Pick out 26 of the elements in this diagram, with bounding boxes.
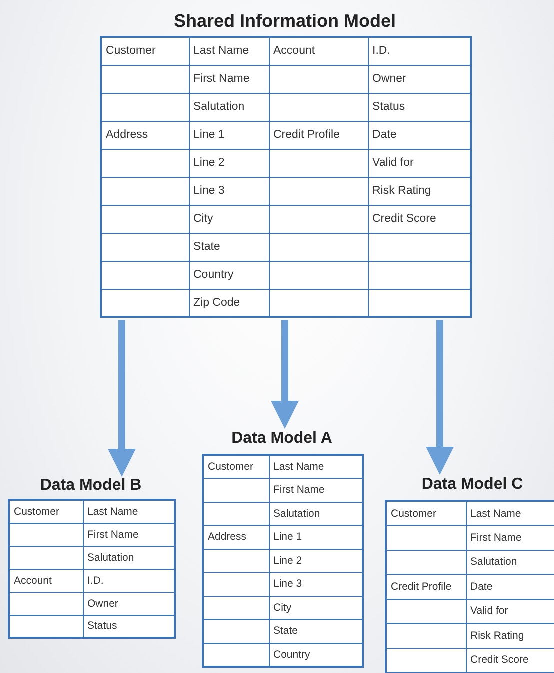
table-cell: Last Name — [189, 37, 269, 65]
table-cell: Line 2 — [189, 149, 269, 177]
table-cell: Customer — [9, 500, 83, 523]
table-title: Data Model C — [422, 476, 524, 493]
arrow — [426, 320, 454, 475]
arrow — [271, 320, 299, 429]
table-cell: Country — [189, 261, 269, 289]
table-cell: Address — [101, 121, 189, 149]
table-title: Data Model A — [232, 430, 332, 447]
table-cell: Customer — [203, 455, 269, 478]
table-cell: Line 1 — [189, 121, 269, 149]
table-cell: Account — [269, 37, 368, 65]
table-cell: State — [189, 233, 269, 261]
table-title: Data Model B — [40, 477, 142, 494]
table-cell: Credit Profile — [386, 574, 466, 599]
table-cell: First Name — [189, 65, 269, 93]
arrow — [108, 320, 136, 477]
table-cell: Salutation — [189, 93, 269, 121]
table-cell: Line 3 — [189, 177, 269, 205]
table-cell: Customer — [386, 501, 466, 526]
table-cell: City — [189, 205, 269, 233]
table-title: Shared Information Model — [174, 11, 396, 31]
table-cell: Credit Profile — [269, 121, 368, 149]
table-cell: Customer — [101, 37, 189, 65]
table-cell: Account — [9, 569, 83, 592]
table-cell: Address — [203, 526, 269, 549]
